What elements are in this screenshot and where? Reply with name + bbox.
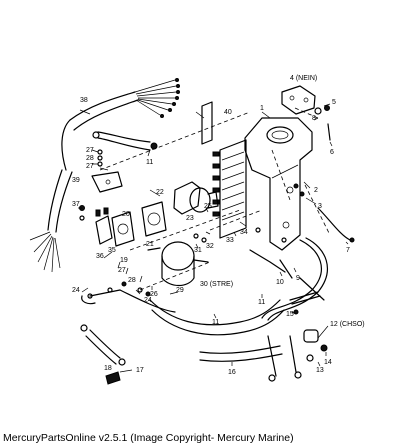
label-37: 37 (72, 201, 80, 208)
fuse-holder (289, 291, 328, 362)
label-26: 26 (150, 291, 158, 298)
label-34: 34 (240, 229, 248, 236)
bracket-small (91, 171, 123, 193)
label-36: 36 (96, 253, 104, 260)
switch-plate (111, 201, 167, 247)
label-20: 20 (122, 211, 130, 218)
label-11b: 11 (258, 299, 265, 306)
relay (95, 207, 113, 245)
label-22: 22 (156, 189, 164, 196)
label-6: 6 (330, 149, 334, 156)
label-2: 2 (314, 187, 318, 194)
label-21: 21 (146, 241, 154, 248)
label-19: 19 (120, 257, 128, 264)
label-38: 38 (80, 97, 88, 104)
label-28a: 28 (86, 155, 94, 162)
solenoid (147, 241, 209, 287)
label-7: 7 (346, 247, 350, 254)
label-28b: 28 (128, 277, 136, 284)
label-35: 35 (108, 247, 116, 254)
top-bracket (281, 85, 331, 141)
label-23: 23 (186, 215, 194, 222)
part-labels: 1 2 3 5 6 7 8 9 10 11 11 11 13 14 15 16 … (72, 75, 365, 376)
label-chso: 12 (CHSO) (330, 321, 365, 328)
label-9: 9 (296, 275, 300, 282)
label-32: 32 (206, 243, 214, 250)
wire-upper (92, 131, 158, 151)
cable-bundle-upper (69, 78, 180, 131)
label-39: 39 (72, 177, 80, 184)
wiring-harness-diagram: 1 2 3 5 6 7 8 9 10 11 11 11 13 14 15 16 … (29, 75, 365, 385)
label-13: 13 (316, 367, 324, 374)
label-29: 29 (176, 287, 184, 294)
label-18: 18 (104, 365, 112, 372)
harness-lower (89, 289, 285, 336)
label-24b: 24 (144, 297, 152, 304)
label-stre: 30 (STRE) (200, 281, 233, 288)
label-5: 5 (332, 99, 336, 106)
label-25: 25 (204, 203, 212, 210)
clip (105, 371, 121, 385)
ground-cable (80, 295, 126, 366)
mounting-bracket (244, 117, 313, 251)
label-10: 10 (276, 279, 284, 286)
label-27a: 27 (86, 147, 94, 154)
label-nein: 4 (NEIN) (290, 75, 317, 82)
ignition-switch (173, 181, 219, 215)
image-caption: MercuryPartsOnline v2.5.1 (Image Copyrig… (3, 432, 294, 444)
label-17: 17 (136, 367, 144, 374)
label-1: 1 (260, 105, 264, 112)
leader-lines (78, 103, 349, 373)
label-11a: 11 (146, 159, 153, 166)
label-8: 8 (312, 115, 316, 122)
label-11c: 11 (212, 319, 219, 326)
label-3: 3 (318, 203, 322, 210)
label-15: 15 (286, 311, 294, 318)
label-27c: 27 (118, 267, 126, 274)
label-31: 31 (194, 247, 202, 254)
label-14: 14 (324, 359, 332, 366)
terminal-block (212, 139, 247, 239)
battery-cable (199, 335, 302, 382)
assembly-guide-lines (99, 107, 331, 291)
label-16: 16 (228, 369, 236, 376)
label-24a: 24 (72, 287, 80, 294)
label-27b: 27 (86, 163, 94, 170)
label-33: 33 (226, 237, 234, 244)
label-40: 40 (224, 109, 232, 116)
wires-right (249, 207, 355, 321)
plate (201, 101, 213, 145)
cable-bundle-left (29, 119, 73, 273)
